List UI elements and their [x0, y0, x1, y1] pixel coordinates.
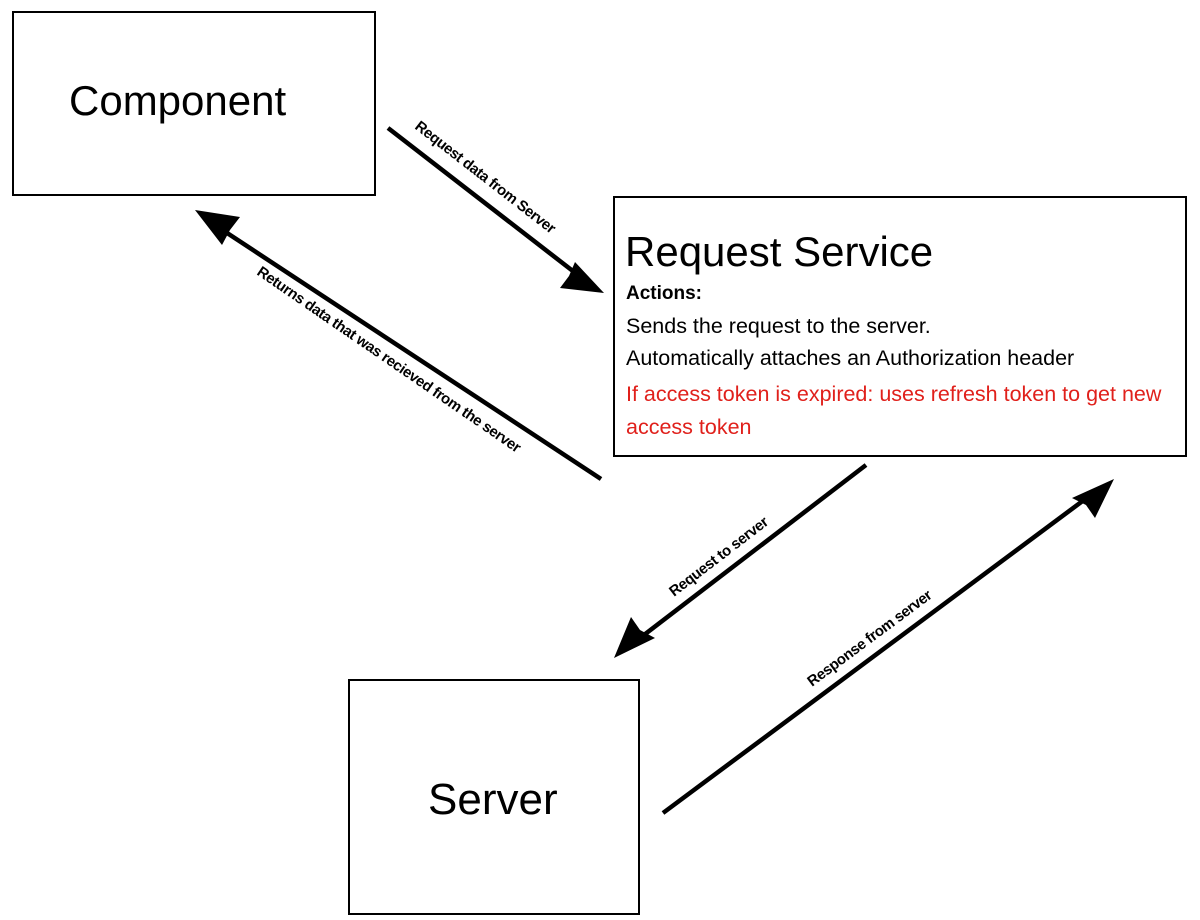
- edge-label: Request data from Server: [412, 118, 560, 238]
- request-service-title: Request Service: [625, 228, 934, 275]
- edge-response-from-server: Response from server: [661, 479, 1114, 815]
- edge-label: Request to server: [666, 513, 772, 600]
- server-title: Server: [428, 775, 558, 824]
- edge-label: Returns data that was recieved from the …: [254, 263, 524, 456]
- arrowhead-icon: [560, 262, 604, 293]
- actions-heading: Actions:: [626, 283, 702, 304]
- edge-return-data: Returns data that was recieved from the …: [195, 210, 603, 481]
- arrow-line: [386, 126, 580, 277]
- arrowhead-icon: [614, 617, 655, 658]
- arrowhead-icon: [195, 210, 240, 245]
- action-item: Sends the request to the server.: [626, 314, 931, 338]
- arrow-line: [219, 227, 603, 481]
- edge-request-data: Request data from Server: [386, 118, 604, 293]
- arrow-line: [638, 463, 868, 640]
- arrowhead-icon: [1072, 479, 1114, 518]
- arrow-line: [661, 495, 1090, 815]
- request-service-node: Request Service Actions: Sends the reque…: [613, 196, 1187, 457]
- action-item: Automatically attaches an Authorization …: [626, 346, 1075, 370]
- component-node: Component: [12, 11, 376, 196]
- edge-label: Response from server: [804, 587, 935, 691]
- token-refresh-warning: If access token is expired: uses refresh…: [626, 382, 1162, 439]
- server-node: Server: [348, 679, 640, 915]
- component-title: Component: [69, 77, 287, 124]
- edge-request-to-server: Request to server: [614, 463, 868, 658]
